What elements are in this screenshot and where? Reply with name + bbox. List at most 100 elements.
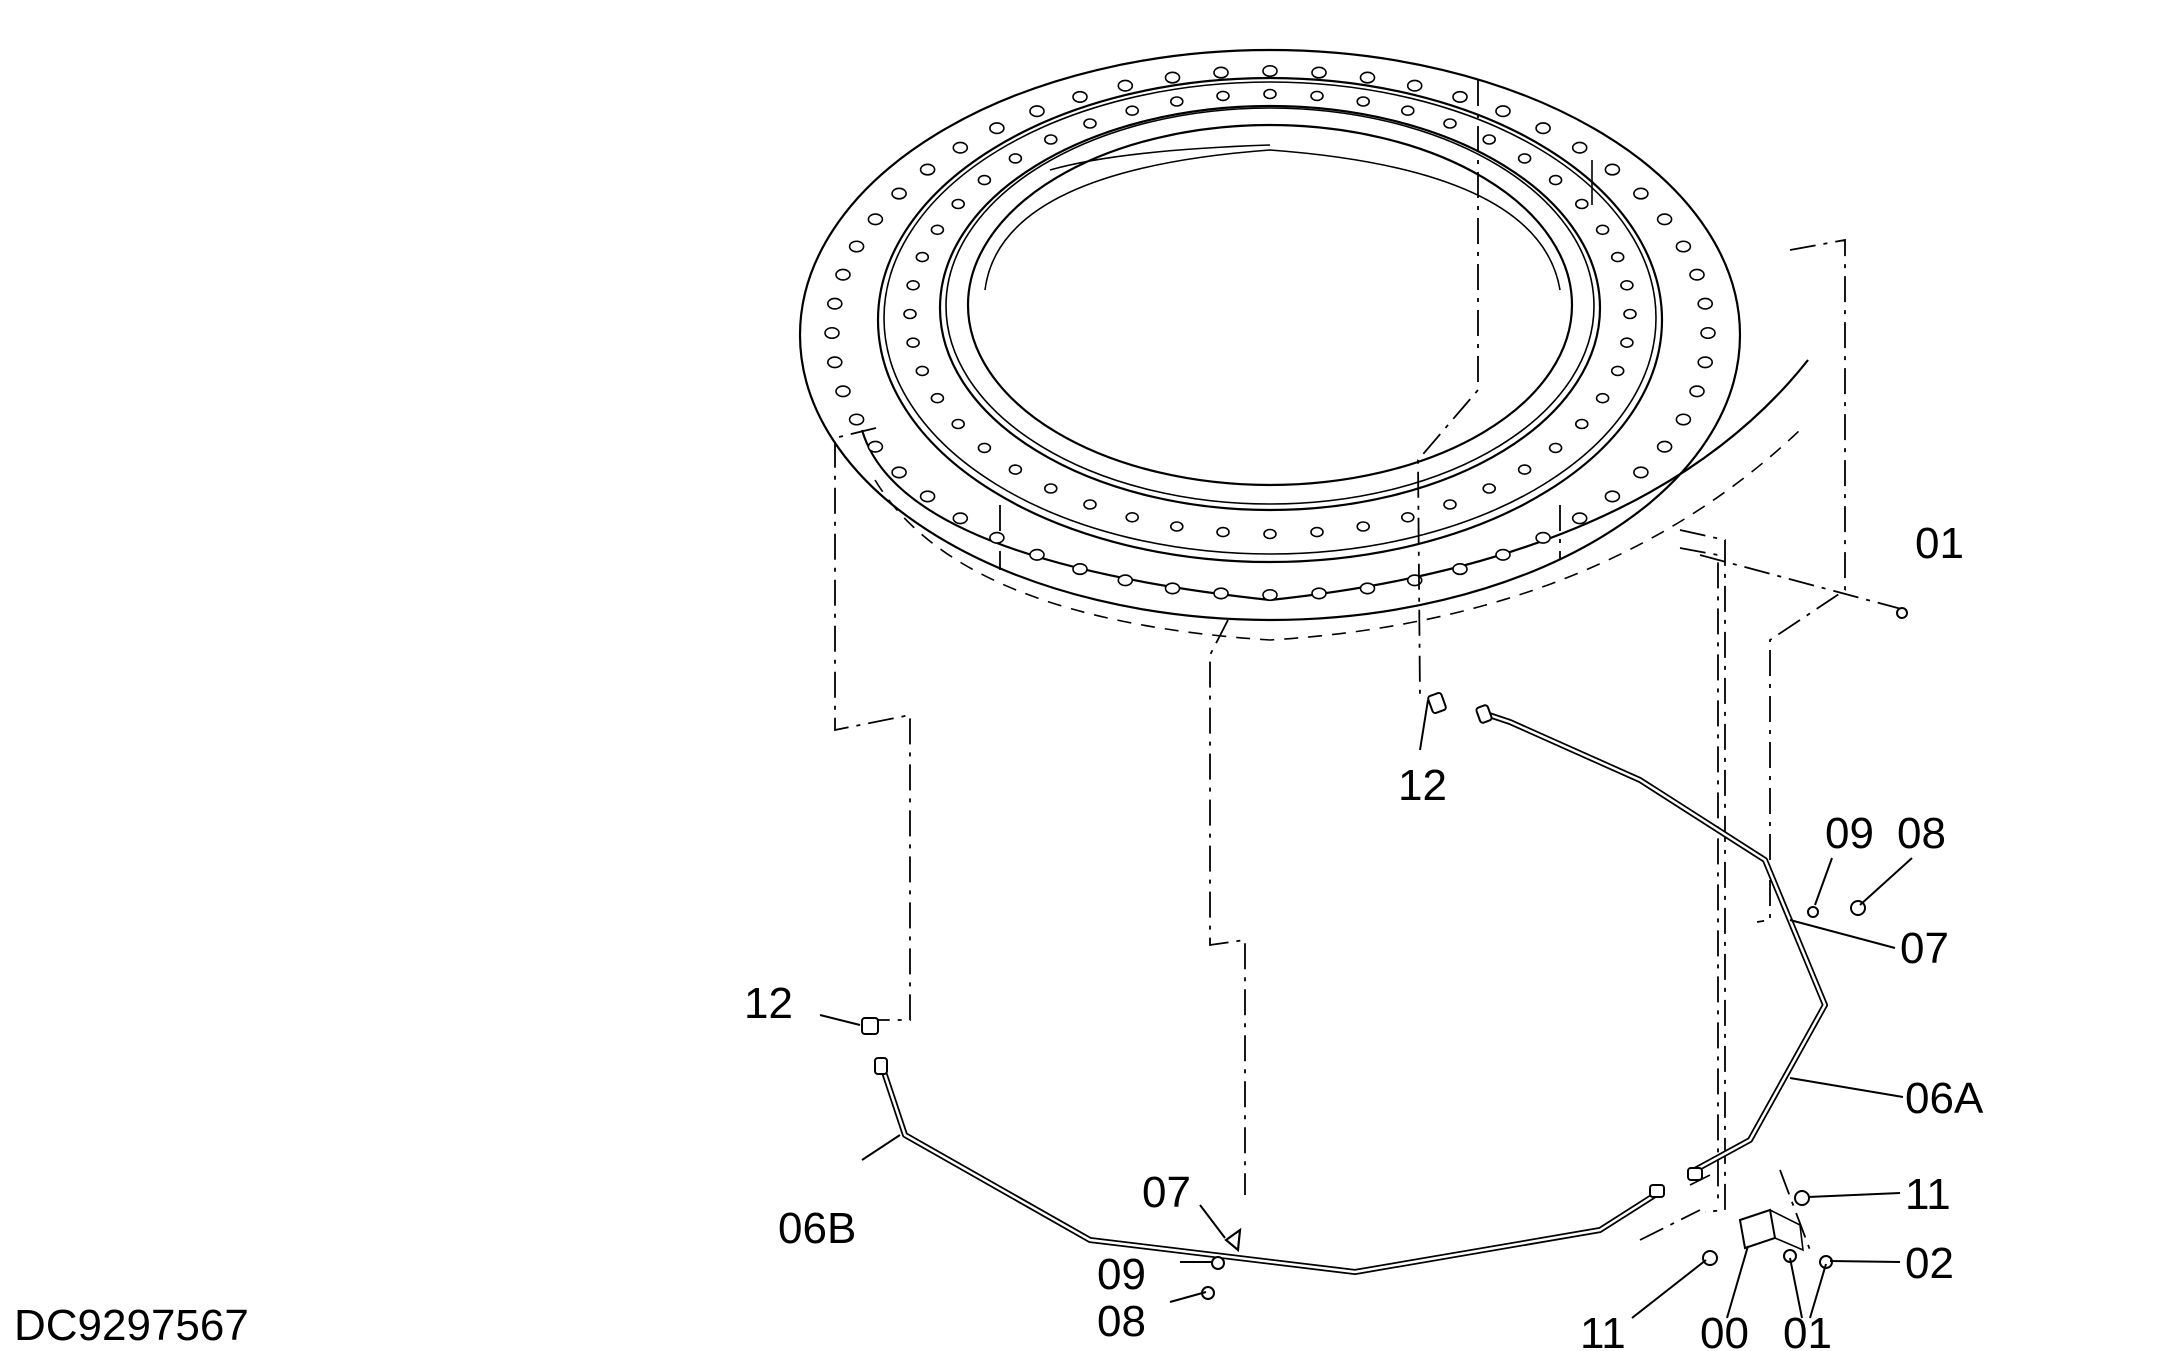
bolt-hole	[1044, 483, 1058, 494]
callout-07-right: 07	[1900, 924, 1949, 973]
bolt-hole	[989, 531, 1005, 544]
bolt-hole	[826, 356, 843, 369]
bolt-hole	[867, 213, 884, 226]
bolt-hole	[989, 122, 1005, 135]
bolt-hole	[1406, 79, 1423, 92]
bolt-hole	[952, 512, 969, 525]
bolt-hole	[1697, 297, 1713, 310]
bolt-hole	[951, 198, 966, 210]
bolt-hole	[891, 466, 907, 479]
bolt-hole	[1083, 118, 1097, 129]
bolt-hole	[1452, 563, 1468, 576]
leader-lines	[819, 699, 1913, 1319]
bolt-hole	[1263, 88, 1277, 100]
pipe-06b	[877, 1059, 1657, 1275]
bolt-hole	[1125, 511, 1139, 523]
bolt-hole	[1689, 385, 1705, 398]
bolt-hole	[1083, 499, 1097, 510]
bolt-hole	[1575, 418, 1589, 430]
bolt-hole	[1072, 90, 1088, 103]
callout-11-right: 11	[1905, 1170, 1951, 1219]
callout-08-right: 08	[1897, 809, 1946, 858]
callout-12-left: 12	[744, 979, 793, 1028]
bolt-hole	[977, 442, 992, 454]
bolt-hole	[1310, 526, 1324, 538]
callout-01-top: 01	[1915, 519, 1964, 568]
bolt-hole	[1495, 105, 1511, 118]
bolt-hole	[1443, 118, 1457, 129]
callout-02: 02	[1905, 1239, 1954, 1288]
bolt-hole	[1356, 96, 1370, 107]
bolt-hole	[1029, 548, 1045, 561]
bolt-hole	[1623, 308, 1637, 320]
bolt-hole	[848, 413, 865, 426]
bolt-hole	[1213, 587, 1229, 600]
bolt-hole	[1216, 90, 1230, 102]
callout-09-left: 09	[1097, 1250, 1146, 1299]
bolt-hole	[930, 392, 945, 404]
bolt-hole	[1548, 174, 1563, 186]
bolt-hole	[1604, 163, 1621, 176]
bolt-hole	[1633, 187, 1649, 200]
callout-07-left: 07	[1142, 1168, 1191, 1217]
bolt-hole	[1262, 588, 1278, 602]
callout-09-right: 09	[1825, 809, 1874, 858]
bolt-hole	[824, 326, 840, 340]
bolt-hole	[1689, 268, 1705, 281]
bolt-hole	[1610, 365, 1625, 377]
bolt-hole	[1595, 392, 1610, 404]
callout-06a: 06A	[1905, 1074, 1984, 1123]
bolt-hole	[1311, 587, 1327, 600]
bolt-hole	[906, 279, 920, 291]
bolt-hole	[1675, 240, 1692, 253]
bolt-hole	[1656, 440, 1673, 453]
bolt-hole	[952, 141, 969, 154]
bolt-hole	[1356, 521, 1370, 532]
callout-06b: 06B	[778, 1204, 856, 1253]
bolt-hole	[903, 308, 917, 320]
bolt-hole	[1633, 466, 1649, 479]
bolt-hole	[1262, 64, 1278, 78]
bolt-hole	[1675, 413, 1692, 426]
bolt-hole	[835, 268, 851, 281]
bolt-hole	[1029, 105, 1045, 118]
bolt-hole	[1517, 464, 1532, 475]
callout-01-bottom: 01	[1783, 1309, 1832, 1351]
bolt-hole	[1571, 512, 1588, 525]
callout-12-upper: 12	[1398, 761, 1447, 810]
callout-08-left: 08	[1097, 1297, 1146, 1346]
bolt-hole	[835, 385, 851, 398]
bolt-hole	[1044, 134, 1058, 145]
bolt-hole	[1263, 528, 1277, 540]
bolt-hole	[848, 240, 865, 253]
pipe-06a	[1479, 709, 1828, 1173]
bolt-hole	[1482, 483, 1496, 494]
bolt-hole	[1595, 224, 1610, 236]
bolt-hole	[1443, 499, 1457, 510]
bolt-hole	[1452, 90, 1468, 103]
bolt-hole	[1164, 71, 1181, 84]
bolt-hole	[1008, 153, 1023, 164]
callout-00: 00	[1700, 1309, 1749, 1351]
bolt-hole	[915, 365, 930, 377]
bolt-hole	[1610, 251, 1625, 263]
bolt-hole	[1548, 442, 1563, 454]
bolt-hole	[1401, 511, 1415, 523]
bolt-hole	[1620, 279, 1634, 291]
bolt-hole	[919, 490, 936, 503]
bolt-hole	[915, 251, 930, 263]
bolt-hole	[1401, 105, 1415, 116]
outer-bolt-holes	[824, 64, 1716, 602]
drawing-code: DC9297567	[14, 1301, 249, 1350]
bolt-hole	[1008, 464, 1023, 475]
bolt-hole	[1482, 134, 1496, 145]
bolt-hole	[1517, 153, 1532, 164]
bolt-hole	[1535, 531, 1551, 544]
bolt-hole	[1170, 96, 1184, 107]
bolt-hole	[951, 418, 966, 430]
bolt-hole	[867, 440, 884, 453]
callout-11-bottom: 11	[1580, 1309, 1626, 1351]
bolt-hole	[1170, 521, 1184, 532]
bolt-hole	[906, 337, 920, 349]
